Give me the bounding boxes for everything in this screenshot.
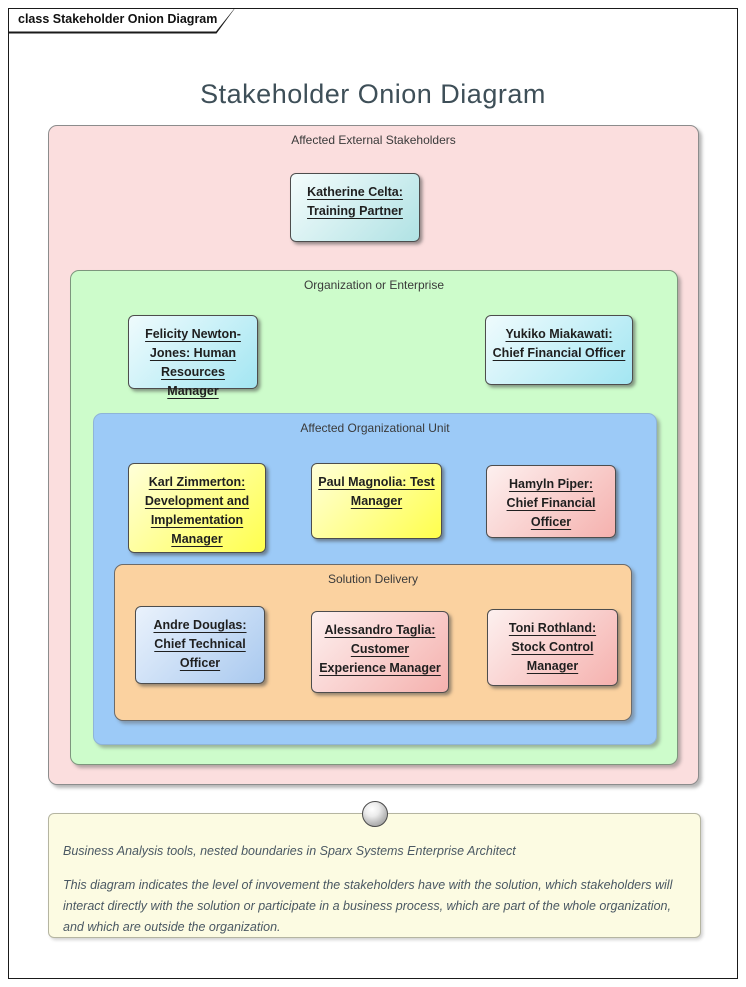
stakeholder-label: Andre Douglas: Chief Technical Officer	[153, 618, 247, 670]
note-line-1: Business Analysis tools, nested boundari…	[63, 844, 516, 858]
note-line-2: This diagram indicates the level of invo…	[63, 878, 673, 934]
stakeholder-label: Karl Zimmerton: Development and Implemen…	[144, 475, 250, 546]
stakeholder-label: Katherine Celta: Training Partner	[307, 185, 403, 218]
diagram-title: Stakeholder Onion Diagram	[200, 79, 546, 109]
boundary-affected-organizational-unit[interactable]: Affected Organizational Unit Karl Zimmer…	[93, 413, 657, 745]
note-anchor-sphere-icon[interactable]	[361, 801, 388, 827]
diagram-frame-tab: class Stakeholder Onion Diagram	[8, 8, 236, 34]
stakeholder-katherine-celta[interactable]: Katherine Celta: Training Partner	[290, 173, 420, 242]
boundary-label: Affected Organizational Unit	[300, 421, 450, 435]
stakeholder-paul-magnolia[interactable]: Paul Magnolia: Test Manager	[311, 463, 442, 539]
stakeholder-toni-rothland[interactable]: Toni Rothland: Stock Control Manager	[487, 609, 618, 686]
stakeholder-andre-douglas[interactable]: Andre Douglas: Chief Technical Officer	[135, 606, 265, 684]
stakeholder-karl-zimmerton[interactable]: Karl Zimmerton: Development and Implemen…	[128, 463, 266, 553]
boundary-affected-external-stakeholders[interactable]: Affected External Stakeholders Katherine…	[48, 125, 699, 785]
diagram-frame-tab-label: class Stakeholder Onion Diagram	[9, 9, 234, 32]
stakeholder-label: Hamyln Piper: Chief Financial Officer	[506, 477, 596, 529]
stakeholder-felicity-newton-jones[interactable]: Felicity Newton-Jones: Human Resources M…	[128, 315, 258, 398]
stakeholder-label: Alessandro Taglia: Customer Experience M…	[319, 623, 441, 675]
stakeholder-label: Yukiko Miakawati: Chief Financial Office…	[492, 327, 626, 360]
boundary-solution-delivery[interactable]: Solution Delivery Andre Douglas: Chief T…	[114, 564, 632, 721]
stakeholder-alessandro-taglia[interactable]: Alessandro Taglia: Customer Experience M…	[311, 611, 449, 693]
boundary-label: Affected External Stakeholders	[291, 133, 456, 147]
stakeholder-hamyln-piper[interactable]: Hamyln Piper: Chief Financial Officer	[486, 465, 616, 538]
diagram-frame: class Stakeholder Onion Diagram Stakehol…	[8, 8, 738, 979]
stakeholder-label: Felicity Newton-Jones: Human Resources M…	[145, 327, 241, 398]
boundary-label: Solution Delivery	[327, 572, 419, 586]
stakeholder-yukiko-miakawati[interactable]: Yukiko Miakawati: Chief Financial Office…	[485, 315, 633, 385]
stakeholder-label: Paul Magnolia: Test Manager	[318, 475, 435, 508]
boundary-organization-or-enterprise[interactable]: Organization or Enterprise Felicity Newt…	[70, 270, 678, 765]
boundary-label: Organization or Enterprise	[303, 278, 445, 292]
diagram-note[interactable]: Business Analysis tools, nested boundari…	[48, 801, 701, 938]
stakeholder-label: Toni Rothland: Stock Control Manager	[508, 621, 597, 673]
